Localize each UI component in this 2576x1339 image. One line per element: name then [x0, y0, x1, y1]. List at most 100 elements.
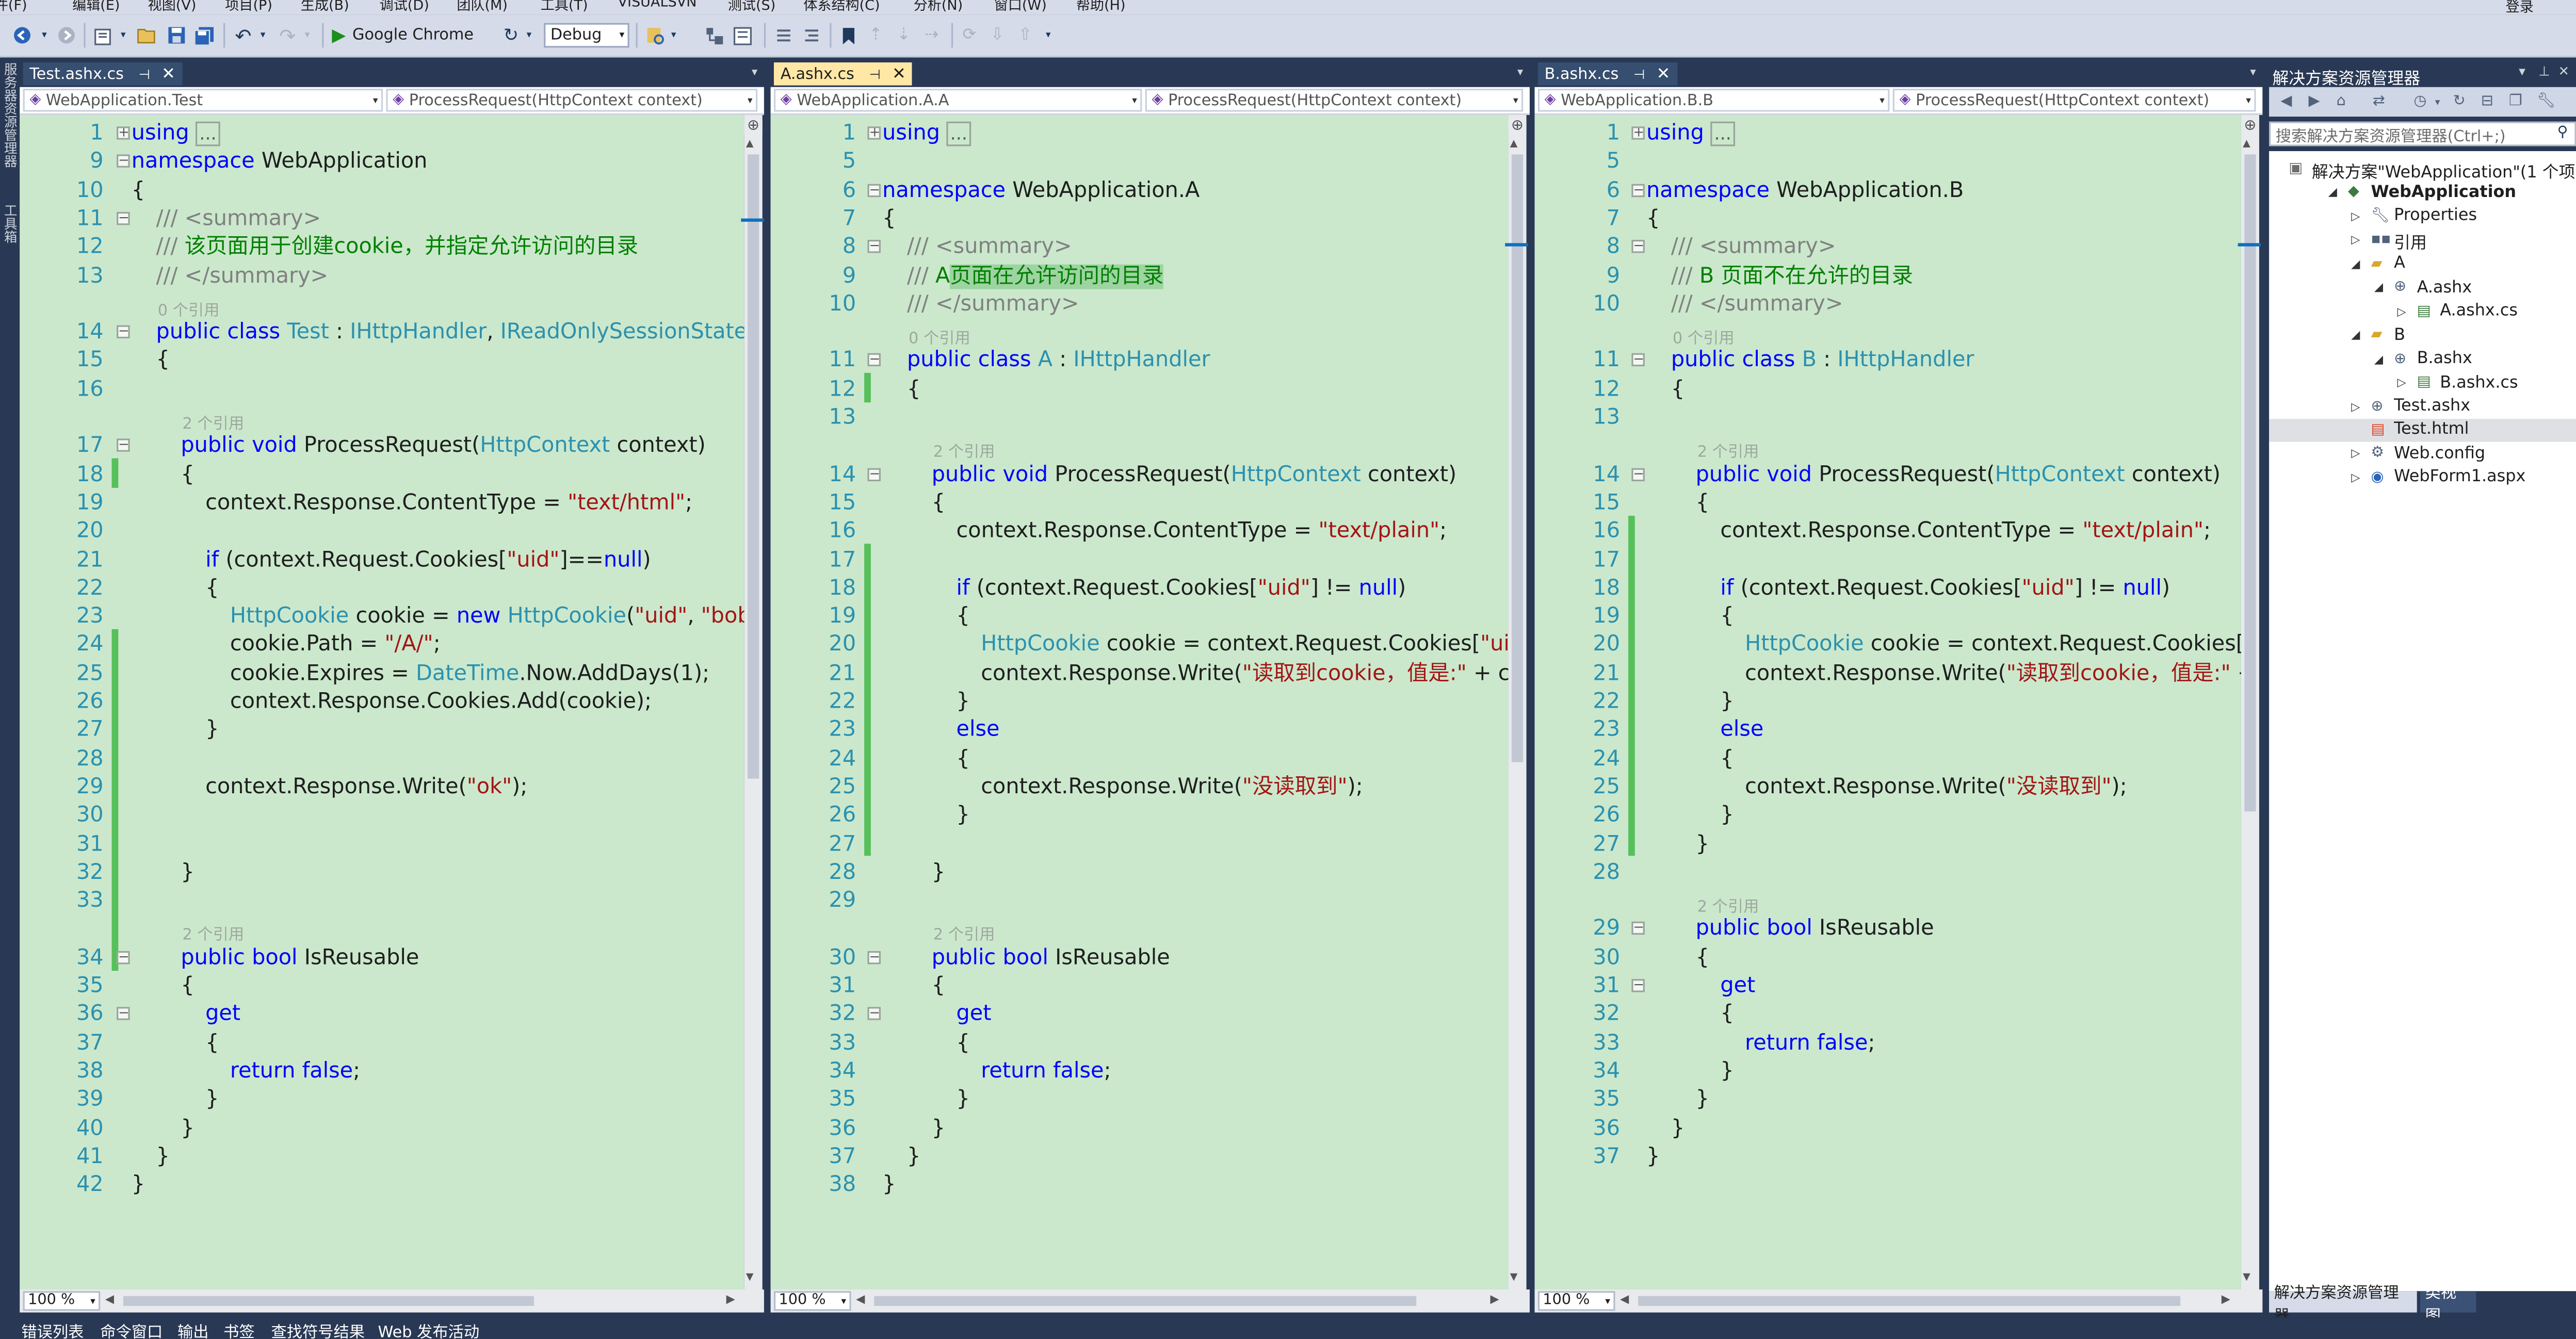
menu-architecture[interactable]: 体系结构(C) — [803, 0, 880, 15]
find-in-files-icon[interactable] — [644, 23, 667, 48]
collapse-icon[interactable]: − — [117, 1007, 130, 1021]
tree-item[interactable]: ▷▤A.ashx.cs — [2269, 300, 2576, 323]
tree-item[interactable]: ◢▰A — [2269, 253, 2576, 276]
collapse-icon[interactable]: − — [867, 1007, 881, 1021]
expand-arrow-icon[interactable]: ▷ — [2351, 400, 2360, 413]
reference-count[interactable]: 0 个引用 — [909, 330, 970, 349]
scroll-left-icon[interactable]: ◀ — [105, 1293, 114, 1306]
tab-dropdown-icon[interactable]: ▾ — [2250, 66, 2256, 79]
pin-icon[interactable]: ⊣ — [138, 66, 150, 81]
horizontal-scroll-thumb[interactable] — [1638, 1296, 2181, 1306]
collapse-icon[interactable]: − — [117, 211, 130, 225]
tab-command-window[interactable]: 命令窗口 — [100, 1324, 163, 1339]
expand-arrow-icon[interactable]: ▷ — [2351, 210, 2360, 223]
forward-icon[interactable]: ▶ — [2308, 93, 2320, 110]
window-position-icon[interactable]: ▾ — [2519, 64, 2525, 79]
scroll-thumb[interactable] — [1511, 154, 1524, 762]
previous-bookmark-icon[interactable]: ⇡ — [869, 26, 883, 44]
refresh-icon[interactable]: ↻ — [503, 24, 519, 46]
collapse-all-icon[interactable]: ⊟ — [2481, 93, 2493, 110]
close-icon[interactable]: ✕ — [892, 64, 906, 83]
collapse-arrow-icon[interactable]: ◢ — [2328, 186, 2337, 200]
collapse-icon[interactable]: − — [867, 950, 881, 964]
toolbox-tab[interactable]: 工具箱 — [3, 203, 19, 243]
reference-count[interactable]: 0 个引用 — [1673, 330, 1735, 349]
undo-icon[interactable]: ↶ — [235, 24, 252, 47]
tab-dropdown-icon[interactable]: ▾ — [1517, 66, 1524, 79]
refresh-icon[interactable]: ↻ — [2453, 93, 2466, 110]
collapse-icon[interactable]: − — [1631, 467, 1645, 481]
member-dropdown[interactable]: ◈ProcessRequest(HttpContext context)▾ — [1892, 88, 2256, 112]
collapse-icon[interactable]: − — [1631, 239, 1645, 254]
scroll-left-icon[interactable]: ◀ — [856, 1293, 865, 1306]
tab-solution-explorer[interactable]: 解决方案资源管理器 — [2269, 1284, 2417, 1325]
auto-hide-pin-icon[interactable]: ⊥ — [2538, 64, 2550, 79]
document-tab[interactable]: B.ashx.cs⊣✕ — [1537, 62, 1677, 86]
tree-item[interactable]: ▣解决方案"WebApplication"(1 个项目) — [2269, 158, 2576, 182]
expand-arrow-icon[interactable]: ▷ — [2351, 234, 2360, 247]
collapse-icon[interactable]: − — [1631, 978, 1645, 992]
member-dropdown[interactable]: ◈ProcessRequest(HttpContext context)▾ — [1145, 88, 1524, 112]
tab-web-publish-activity[interactable]: Web 发布活动 — [378, 1324, 480, 1339]
solution-configuration-select[interactable]: Debug ▾ — [544, 23, 629, 48]
split-window-icon[interactable]: ⊕ — [1508, 119, 1527, 135]
sign-in-link[interactable]: 登录 — [2505, 0, 2534, 15]
tree-item[interactable]: ◢⊕A.ashx — [2269, 276, 2576, 300]
collapse-icon[interactable]: − — [867, 467, 881, 481]
refresh-dropdown-icon[interactable]: ▾ — [526, 29, 532, 41]
tree-item[interactable]: ▷◉WebForm1.aspx — [2269, 466, 2576, 489]
back-icon[interactable] — [10, 23, 33, 48]
collapse-icon[interactable]: − — [867, 183, 881, 197]
type-dropdown[interactable]: ◈WebApplication.A.A▾ — [773, 88, 1142, 112]
svn-update-icon[interactable]: ⟳ — [962, 26, 977, 44]
collapse-icon[interactable]: − — [117, 438, 130, 452]
tree-item[interactable]: ◢▰B — [2269, 324, 2576, 347]
zoom-select[interactable]: 100 %▾ — [1537, 1291, 1615, 1311]
reference-count[interactable]: 0 个引用 — [157, 302, 220, 320]
collapse-arrow-icon[interactable]: ◢ — [2374, 281, 2384, 295]
svn-down-icon[interactable]: ⇩ — [990, 26, 1005, 44]
tree-item[interactable]: ▷▤B.ashx.cs — [2269, 371, 2576, 395]
svn-up-icon[interactable]: ⇧ — [1018, 26, 1032, 44]
back-dropdown-icon[interactable]: ▾ — [42, 29, 47, 41]
reference-count[interactable]: 2 个引用 — [182, 927, 245, 945]
tree-item[interactable]: ▷▪▪引用 — [2269, 229, 2576, 253]
home-icon[interactable]: ⌂ — [2336, 93, 2346, 110]
forward-icon[interactable] — [54, 23, 77, 48]
scroll-thumb[interactable] — [748, 154, 759, 779]
menu-build[interactable]: 生成(B) — [300, 0, 349, 15]
scroll-right-icon[interactable]: ▶ — [1490, 1293, 1499, 1306]
collapse-arrow-icon[interactable]: ◢ — [2351, 329, 2360, 342]
properties-icon[interactable]: 🔧︎ — [2537, 93, 2556, 110]
redo-dropdown-icon[interactable]: ▾ — [304, 29, 310, 41]
collapse-arrow-icon[interactable]: ◢ — [2374, 352, 2384, 366]
tree-item[interactable]: ▷🔧︎Properties — [2269, 205, 2576, 228]
collapse-icon[interactable]: − — [1631, 183, 1645, 197]
scroll-down-icon[interactable]: ▼ — [746, 1271, 754, 1283]
menu-tools[interactable]: 工具(T) — [540, 0, 588, 15]
save-all-icon[interactable] — [192, 23, 216, 48]
close-icon[interactable]: ✕ — [1656, 64, 1671, 83]
split-window-icon[interactable]: ⊕ — [2241, 119, 2259, 135]
collapse-arrow-icon[interactable]: ◢ — [2351, 257, 2360, 271]
scroll-thumb[interactable] — [2244, 154, 2256, 812]
member-dropdown[interactable]: ◈ProcessRequest(HttpContext context)▾ — [386, 88, 758, 112]
menu-edit[interactable]: 编辑(E) — [72, 0, 120, 15]
find-dropdown-icon[interactable]: ▾ — [671, 29, 676, 41]
split-window-icon[interactable]: ⊕ — [744, 119, 763, 135]
reference-count[interactable]: 2 个引用 — [182, 415, 245, 434]
collapse-icon[interactable]: − — [1631, 921, 1645, 936]
type-dropdown[interactable]: ◈WebApplication.Test▾ — [23, 88, 383, 112]
comment-out-icon[interactable] — [772, 23, 796, 48]
menu-analyze[interactable]: 分析(N) — [913, 0, 963, 15]
collapse-icon[interactable]: − — [867, 239, 881, 254]
start-debugging-button[interactable]: ▶ Google Chrome — [332, 23, 496, 48]
horizontal-scroll-thumb[interactable] — [123, 1296, 534, 1306]
expand-icon[interactable]: + — [1631, 126, 1645, 140]
document-tab[interactable]: Test.ashx.cs⊣✕ — [23, 62, 182, 86]
menu-file[interactable]: 文件(F) — [0, 0, 27, 15]
collapse-icon[interactable]: − — [117, 154, 130, 168]
menu-visualsvn[interactable]: VISUALSVN — [618, 0, 697, 12]
